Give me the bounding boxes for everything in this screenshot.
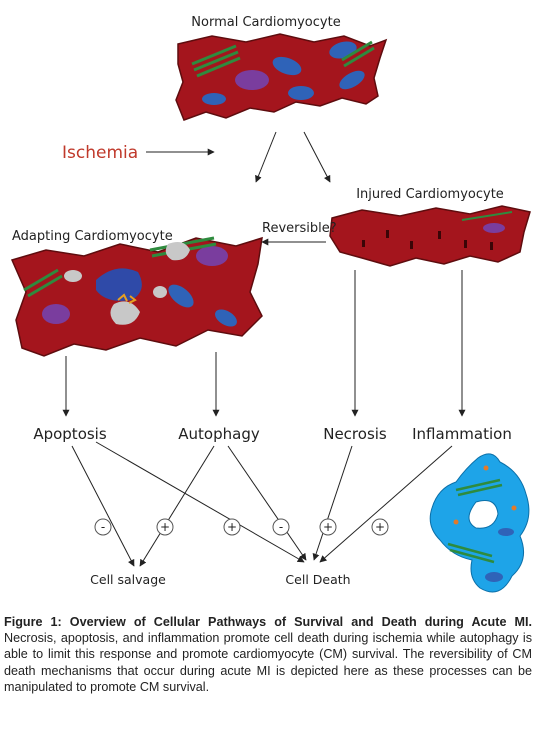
label-cell-salvage: Cell salvage: [90, 572, 166, 587]
mitochondrion: [485, 572, 503, 582]
vacuole: [165, 242, 190, 261]
mitochondrion: [272, 56, 302, 76]
label-apoptosis: Apoptosis: [33, 425, 107, 443]
myofibril: [191, 44, 241, 78]
granule: [511, 505, 517, 511]
mitochondrion: [498, 528, 514, 536]
caption-body: Necrosis, apoptosis, and inflammation pr…: [4, 631, 532, 694]
nucleus: [96, 268, 142, 301]
nucleus: [42, 304, 70, 324]
vacuole: [153, 286, 167, 298]
sign-necrosis-death: +: [323, 520, 333, 534]
normal-cardiomyocyte: [175, 33, 388, 121]
label-ischemia: Ischemia: [62, 143, 138, 163]
outcome-lines: [71, 441, 453, 567]
vacuole: [64, 270, 82, 282]
injured-cardiomyocyte: [329, 205, 531, 267]
label-normal-cardiomyocyte: Normal Cardiomyocyte: [191, 15, 340, 30]
label-cell-death: Cell Death: [285, 572, 350, 587]
mitochondrion: [202, 93, 226, 105]
label-autophagy: Autophagy: [178, 425, 260, 443]
sign-circles: [94, 518, 389, 536]
nucleus: [235, 70, 269, 90]
myofibril: [23, 268, 63, 298]
label-inflammation: Inflammation: [412, 425, 512, 443]
sign-apoptosis-death: +: [227, 520, 237, 534]
adapting-cardiomyocyte: [10, 236, 263, 357]
myofibril: [455, 478, 503, 497]
label-adapting-cardiomyocyte: Adapting Cardiomyocyte: [12, 229, 173, 244]
arrow-normal-to-adapting: [255, 131, 277, 183]
myofibril: [447, 542, 495, 564]
figure-caption: Figure 1: Overview of Cellular Pathways …: [4, 614, 532, 695]
mitochondrion: [339, 70, 365, 90]
granule: [453, 519, 459, 525]
nucleus: [483, 223, 505, 233]
myofibril: [461, 211, 513, 221]
nucleus: [196, 246, 228, 266]
inflammatory-cell: [429, 453, 530, 593]
granule: [483, 465, 489, 471]
label-reversible: Reversible?: [262, 221, 337, 236]
myofibril: [341, 40, 375, 68]
sign-apoptosis-salvage: -: [101, 520, 105, 534]
sign-inflammation-death: +: [375, 520, 385, 534]
label-necrosis: Necrosis: [323, 425, 387, 443]
organelle-fragment: [117, 293, 137, 304]
vacuole: [110, 301, 140, 325]
mitochondrion: [215, 309, 237, 327]
arrow-normal-to-injured: [303, 131, 331, 183]
pathway-diagram: - + + - + + Normal Cardiomyocyte Ischemi…: [10, 15, 531, 593]
caption-title: Figure 1: Overview of Cellular Pathways …: [4, 615, 532, 629]
sign-autophagy-salvage: +: [160, 520, 170, 534]
mitochondrion: [288, 86, 314, 100]
label-injured-cardiomyocyte: Injured Cardiomyocyte: [356, 187, 504, 202]
damage-marks: [362, 230, 493, 250]
mitochondrion: [168, 284, 194, 308]
sign-autophagy-death: -: [279, 520, 283, 534]
